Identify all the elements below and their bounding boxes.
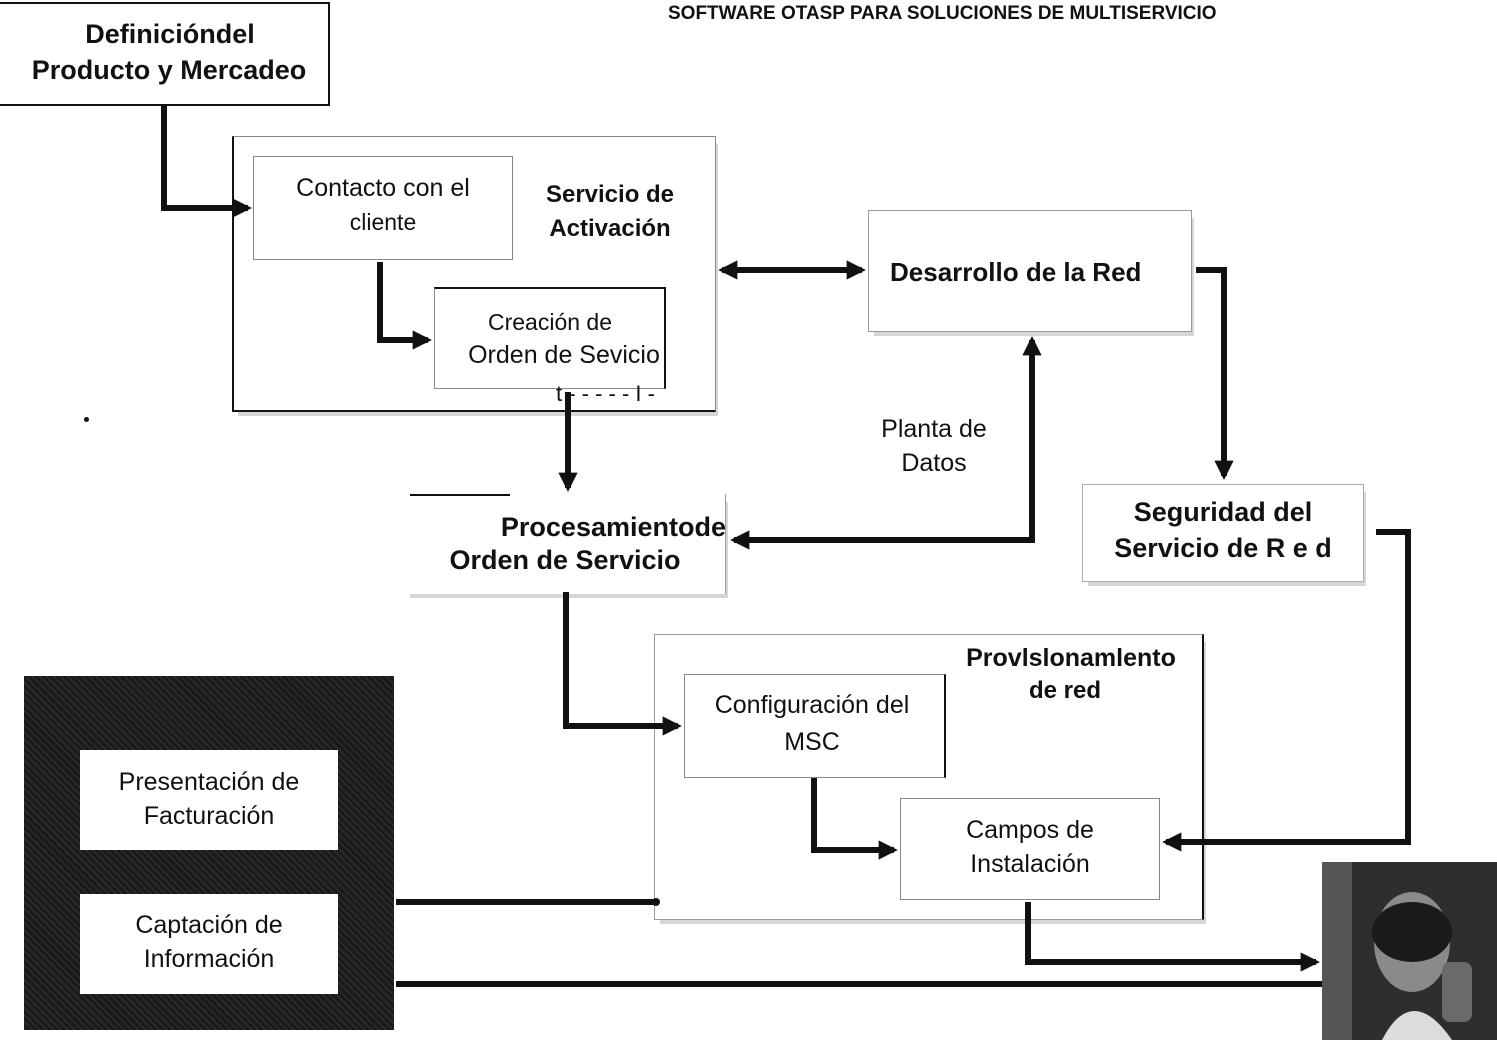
info-capture-label-2: Información xyxy=(143,945,275,973)
arrow-processing-to-msc xyxy=(563,592,682,736)
order-creation-box xyxy=(434,287,666,389)
product-marketing-label-2: Producto y Mercadeo xyxy=(31,55,307,85)
billing-presentation-label-1: Presentación de xyxy=(118,768,300,796)
order-creation-tail: t - - - - - I - xyxy=(556,381,655,406)
arrow-msc-to-install xyxy=(811,778,898,860)
arrow-dataplant-bidirectional xyxy=(730,336,1042,550)
billing-presentation-label-2: Facturación xyxy=(143,802,275,830)
activation-service-title-1: Servicio de xyxy=(545,181,675,208)
install-fields-box xyxy=(900,798,1160,900)
customer-photo-graphic xyxy=(1322,862,1497,1040)
msc-config-box xyxy=(684,674,946,778)
stray-dot xyxy=(84,417,89,422)
page-title: SOFTWARE OTASP PARA SOLUCIONES DE MULTIS… xyxy=(668,3,1217,24)
activation-service-title-2: Activación xyxy=(549,215,671,242)
customer-photo xyxy=(1322,862,1497,1040)
install-fields-label-2: Instalación xyxy=(970,850,1090,878)
order-processing-label-2: Orden de Servicio xyxy=(449,545,681,575)
arrow-contact-to-order xyxy=(377,262,432,350)
product-marketing-label-1: Definicióndel xyxy=(85,19,255,49)
order-processing-label-1: Procesamientode xyxy=(500,512,726,542)
order-processing-top-rule xyxy=(410,494,510,496)
network-security-label-1: Seguridad del xyxy=(1133,497,1313,527)
arrow-product-to-contact xyxy=(161,104,252,218)
junction-dot xyxy=(652,898,660,906)
network-development-label: Desarrollo de la Red xyxy=(890,257,1142,287)
billing-presentation-box xyxy=(80,750,338,850)
arrow-network-to-security xyxy=(1196,267,1234,480)
install-fields-label-1: Campos de xyxy=(966,816,1094,844)
customer-contact-box xyxy=(253,156,513,260)
order-processing-box xyxy=(404,494,726,594)
order-creation-label-1: Creación de xyxy=(487,309,613,335)
arrow-install-to-customer xyxy=(1025,902,1320,972)
order-creation-label-2: Orden de Sevicio xyxy=(468,341,660,369)
info-capture-label-1: Captación de xyxy=(135,911,283,939)
arrow-security-to-install xyxy=(1162,529,1411,852)
customer-contact-label-2: cliente xyxy=(349,209,417,235)
network-provisioning-title-1: Provlslonamlento xyxy=(966,644,1176,672)
network-provisioning-title-2: de red xyxy=(1028,677,1102,704)
customer-contact-label-1: Contacto con el xyxy=(296,174,470,202)
network-development-box xyxy=(868,210,1192,332)
msc-config-label-2: MSC xyxy=(784,728,840,756)
network-security-box xyxy=(1082,484,1364,582)
network-security-label-2: Servicio de R e d xyxy=(1114,533,1332,563)
msc-config-label-1: Configuración del xyxy=(714,691,910,719)
info-capture-box xyxy=(80,894,338,994)
